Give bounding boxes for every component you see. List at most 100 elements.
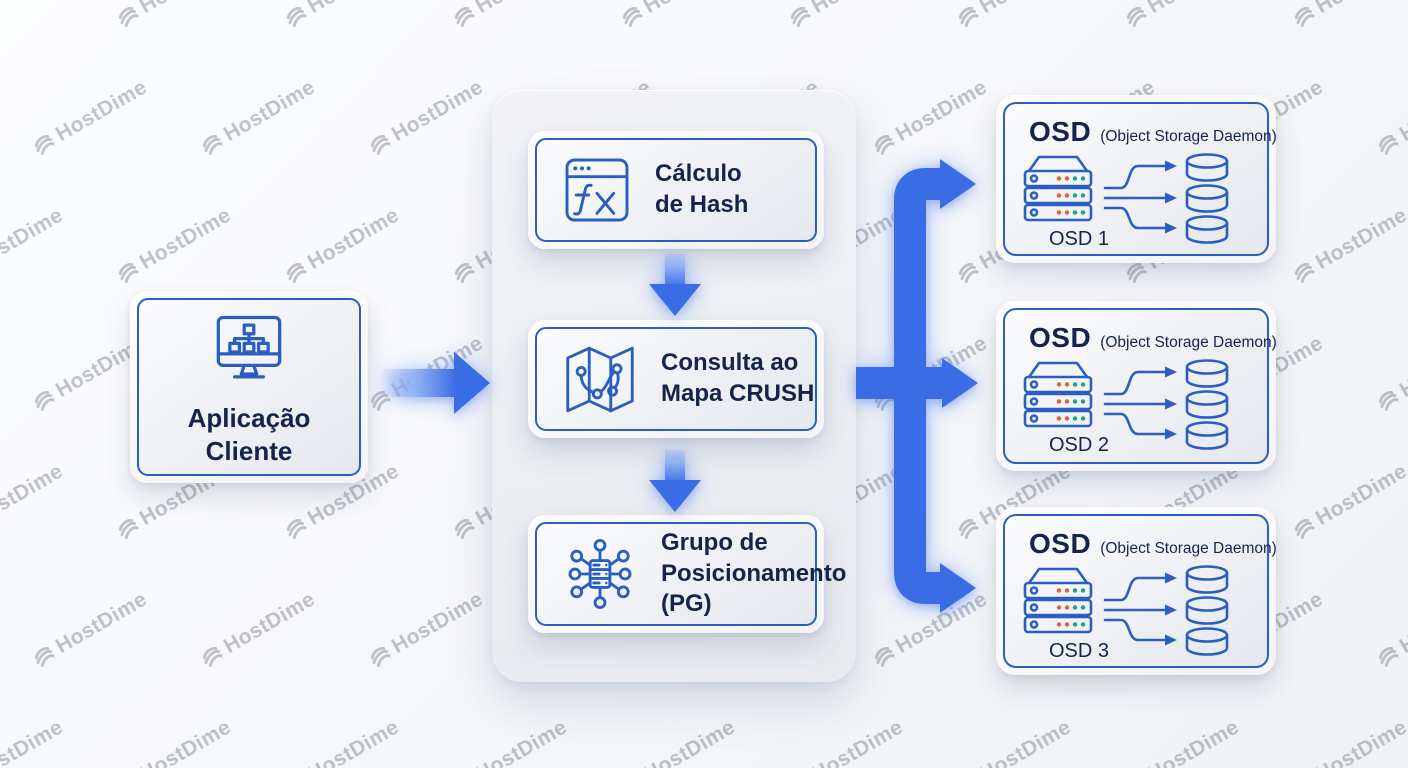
hostdime-watermark: HostDime — [28, 588, 151, 673]
hostdime-watermark-text: HostDime — [891, 75, 992, 147]
client-application-box: Aplicação Cliente — [130, 291, 368, 483]
hostdime-globe-icon — [34, 134, 55, 155]
hostdime-globe-icon — [622, 6, 643, 27]
osd-card-1-inner: OSD (Object Storage Daemon) — [1003, 102, 1277, 256]
hostdime-watermark-text: HostDime — [387, 75, 488, 147]
hostdime-watermark-text: HostDime — [51, 75, 152, 147]
hostdime-watermark-text: HostDime — [1395, 587, 1408, 659]
osd-header: OSD (Object Storage Daemon) — [1029, 116, 1277, 148]
hostdime-watermark-text: HostDime — [304, 0, 404, 19]
hostdime-globe-icon — [1378, 390, 1399, 411]
hostdime-watermark: HostDime — [1372, 332, 1408, 417]
hostdime-globe-icon — [118, 262, 139, 283]
step-hash-box-inner: Cálculo de Hash — [535, 138, 817, 242]
hostdime-globe-icon — [118, 6, 139, 27]
hostdime-watermark: HostDime — [0, 204, 68, 289]
server-rack-icon — [1023, 361, 1093, 428]
disk-cylinders-icon — [1185, 359, 1229, 450]
hostdime-globe-icon — [286, 6, 307, 27]
osd-subtitle: (Object Storage Daemon) — [1100, 334, 1277, 351]
hostdime-globe-icon — [202, 646, 223, 667]
crush-pipeline-panel: Cálculo de Hash — [492, 90, 856, 682]
client-application-label: Aplicação Cliente — [187, 402, 311, 466]
hostdime-watermark-text: HostDime — [807, 715, 908, 768]
hostdime-watermark: HostDime — [280, 204, 403, 289]
hostdime-watermark: HostDime — [1372, 76, 1408, 161]
hostdime-globe-icon — [202, 134, 223, 155]
hostdime-watermark-text: HostDime — [51, 587, 152, 659]
hostdime-watermark-text: HostDime — [471, 715, 572, 768]
disk-cylinders-icon — [1185, 565, 1229, 656]
server-rack-icon — [1023, 155, 1093, 222]
hostdime-watermark-text: HostDime — [472, 0, 572, 19]
hostdime-watermark: HostDime — [784, 0, 907, 32]
hostdime-watermark: HostDime — [952, 716, 1075, 768]
osd-title: OSD — [1029, 528, 1092, 559]
step-placement-group-box: Grupo de Posicionamento (PG) — [528, 515, 846, 633]
hostdime-globe-icon — [454, 262, 475, 283]
hostdime-watermark: HostDime — [448, 716, 571, 768]
pipeline-down-arrow-2 — [649, 450, 701, 512]
hostdime-watermark: HostDime — [1120, 0, 1243, 32]
hostdime-watermark-text: HostDime — [640, 0, 740, 19]
hostdime-globe-icon — [454, 518, 475, 539]
hostdime-watermark-text: HostDime — [0, 0, 68, 19]
step-crush-map-box: Consulta ao Mapa CRUSH — [528, 320, 824, 438]
hostdime-watermark-text: HostDime — [303, 715, 404, 768]
hostdime-globe-icon — [286, 518, 307, 539]
hostdime-watermark-text: HostDime — [135, 203, 236, 275]
hostdime-watermark: HostDime — [280, 716, 403, 768]
hostdime-globe-icon — [454, 6, 475, 27]
hostdime-watermark: HostDime — [616, 716, 739, 768]
hostdime-watermark-text: HostDime — [136, 0, 236, 19]
hostdime-watermark-text: HostDime — [976, 0, 1076, 19]
hostdime-globe-icon — [370, 134, 391, 155]
osd-server-disks-graphic — [1023, 565, 1229, 656]
osd-card-3-inner: OSD (Object Storage Daemon) — [1003, 514, 1277, 668]
osd-title: OSD — [1029, 322, 1092, 353]
pipeline-down-arrow-1 — [649, 254, 701, 316]
replication-arrows-icon — [1103, 366, 1177, 440]
osd-instance-label: OSD 2 — [1048, 434, 1110, 456]
osd-card-2-inner: OSD (Object Storage Daemon) — [1003, 308, 1277, 464]
hostdime-watermark: HostDime — [280, 0, 403, 32]
hostdime-watermark: HostDime — [112, 0, 235, 32]
replication-arrows-icon — [1103, 160, 1177, 234]
hostdime-globe-icon — [1294, 6, 1315, 27]
hostdime-watermark: HostDime — [448, 0, 571, 32]
osd-header: OSD (Object Storage Daemon) — [1029, 528, 1277, 560]
hostdime-watermark-text: HostDime — [1143, 715, 1244, 768]
hostdime-watermark-text: HostDime — [1144, 0, 1244, 19]
osd-server-disks-graphic — [1023, 359, 1229, 450]
step-hash-box: Cálculo de Hash — [528, 131, 824, 249]
hostdime-watermark-text: HostDime — [808, 0, 908, 19]
hostdime-watermark-text: HostDime — [303, 203, 404, 275]
client-monitor-icon — [216, 315, 282, 379]
step-placement-group-label: Grupo de Posicionamento (PG) — [661, 528, 847, 618]
hostdime-watermark: HostDime — [196, 76, 319, 161]
osd-card-2: OSD (Object Storage Daemon) — [996, 301, 1277, 471]
hostdime-watermark-text: HostDime — [1311, 203, 1408, 275]
hostdime-watermark-text: HostDime — [219, 587, 320, 659]
hostdime-watermark: HostDime — [784, 716, 907, 768]
hostdime-globe-icon — [370, 646, 391, 667]
function-window-icon — [565, 158, 629, 222]
hostdime-globe-icon — [790, 6, 811, 27]
hostdime-globe-icon — [1294, 518, 1315, 539]
hostdime-watermark: HostDime — [616, 0, 739, 32]
hostdime-watermark: HostDime — [364, 76, 487, 161]
hostdime-globe-icon — [118, 518, 139, 539]
hostdime-watermark: HostDime — [952, 0, 1075, 32]
hostdime-watermark-text: HostDime — [975, 715, 1076, 768]
placement-group-icon — [568, 538, 632, 610]
osd-subtitle: (Object Storage Daemon) — [1100, 540, 1277, 557]
hostdime-globe-icon — [286, 262, 307, 283]
hostdime-watermark: HostDime — [1288, 204, 1408, 289]
server-rack-icon — [1023, 567, 1093, 634]
hostdime-globe-icon — [34, 646, 55, 667]
osd-header: OSD (Object Storage Daemon) — [1029, 322, 1277, 354]
client-to-pipeline-arrow — [380, 352, 490, 414]
hostdime-watermark: HostDime — [112, 716, 235, 768]
hostdime-watermark: HostDime — [1372, 588, 1408, 673]
